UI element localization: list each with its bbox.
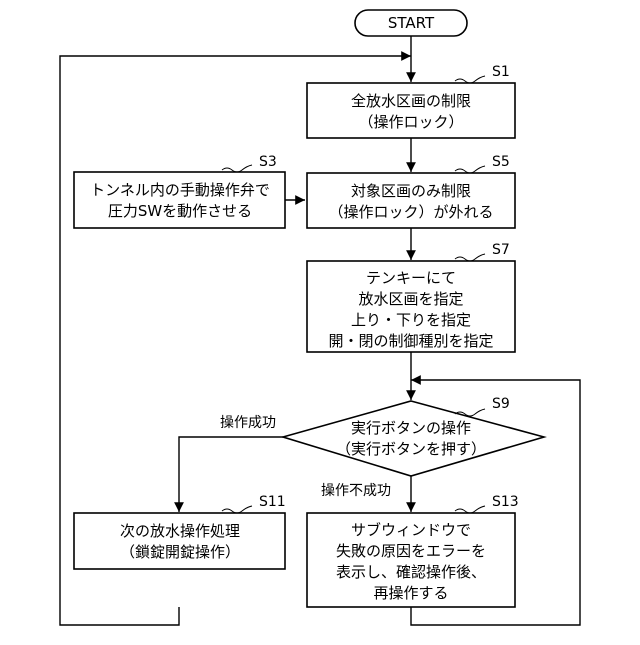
- s13-line-2: 失敗の原因をエラーを: [336, 542, 486, 560]
- s1-step-label: S1: [492, 64, 510, 80]
- s3-line-1: トンネル内の手動操作弁で: [90, 181, 270, 199]
- start-terminator: START: [355, 10, 467, 36]
- s5-line-1: 対象区画のみ制限: [351, 182, 471, 200]
- s13-line-1: サブウィンドウで: [351, 521, 471, 539]
- s11-line-2: （鎖錠開錠操作）: [120, 543, 240, 561]
- s13-leader: [455, 506, 485, 513]
- s1-line-1: 全放水区画の制限: [351, 92, 471, 110]
- s11-line-1: 次の放水操作処理: [120, 522, 240, 540]
- branch-success-label: 操作成功: [220, 415, 276, 431]
- s7-line-3: 上り・下りを指定: [351, 311, 471, 329]
- s11-step-label: S11: [259, 494, 286, 510]
- s3-line-2: 圧力SWを動作させる: [108, 202, 252, 220]
- s7-leader: [455, 254, 485, 261]
- step-s13: サブウィンドウで 失敗の原因をエラーを 表示し、確認操作後、 再操作する S13: [307, 494, 519, 607]
- s1-leader: [455, 76, 485, 83]
- s3-leader: [222, 165, 252, 172]
- s9-step-label: S9: [492, 396, 510, 412]
- s11-leader: [222, 506, 252, 513]
- s7-step-label: S7: [492, 242, 510, 258]
- s13-step-label: S13: [492, 494, 519, 510]
- step-s11: 次の放水操作処理 （鎖錠開錠操作） S11: [74, 494, 286, 569]
- s5-step-label: S5: [492, 154, 510, 170]
- s13-line-3: 表示し、確認操作後、: [336, 563, 486, 581]
- s13-line-4: 再操作する: [373, 584, 448, 602]
- s5-line-2: （操作ロック）が外れる: [328, 203, 493, 221]
- s5-leader: [455, 166, 485, 173]
- s9-line-2: （実行ボタンを押す）: [336, 440, 486, 458]
- s3-step-label: S3: [259, 154, 277, 170]
- branch-failure-label: 操作不成功: [321, 483, 391, 499]
- s7-line-2: 放水区画を指定: [358, 290, 463, 308]
- s9-line-1: 実行ボタンの操作: [351, 419, 471, 437]
- decision-s9: 実行ボタンの操作 （実行ボタンを押す） S9: [283, 396, 544, 476]
- s7-line-1: テンキーにて: [366, 269, 456, 287]
- s7-line-4: 開・閉の制御種別を指定: [328, 332, 493, 350]
- start-label: START: [388, 14, 435, 32]
- s1-line-2: （操作ロック）: [358, 113, 463, 131]
- step-s3: トンネル内の手動操作弁で 圧力SWを動作させる S3: [74, 154, 285, 228]
